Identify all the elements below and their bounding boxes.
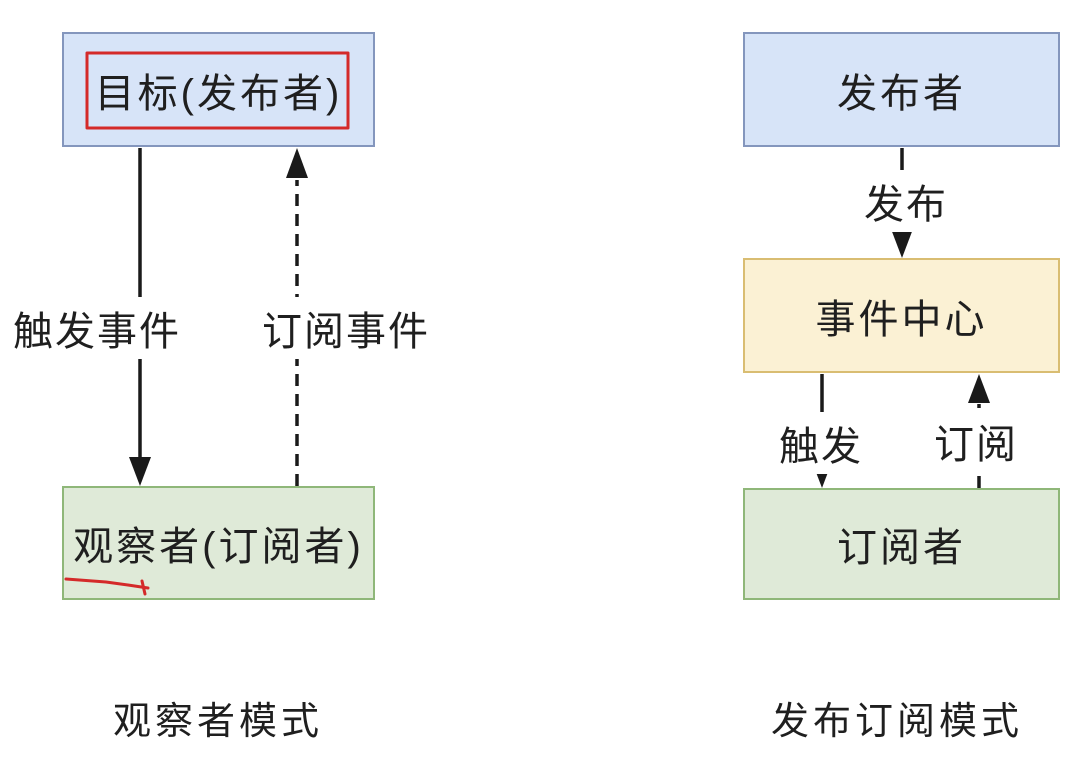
subscribe-label: 订阅 [930,410,1022,472]
pubsub-publisher-box: 发布者 [743,32,1060,147]
subscribe-event-label: 订阅事件 [258,297,434,359]
publish-label: 发布 [860,170,952,232]
observer-pattern-observer-box: 观察者(订阅者) [62,486,375,600]
trigger-label: 触发 [775,412,867,474]
pubsub-pattern-caption: 发布订阅模式 [770,701,1024,743]
pubsub-subscriber-box: 订阅者 [743,488,1060,600]
publisher-box-label: 发布者 [837,71,966,116]
event-center-box-label: 事件中心 [815,297,988,342]
observer-box-label: 观察者(订阅者) [73,525,364,569]
pubsub-event-center-box: 事件中心 [743,258,1060,373]
trigger-event-label: 触发事件 [9,297,185,359]
observer-pattern-target-box: 目标(发布者) [62,32,375,147]
target-box-label: 目标(发布者) [94,71,343,116]
observer-pattern-caption: 观察者模式 [112,701,324,743]
subscriber-box-label: 订阅者 [837,526,966,570]
